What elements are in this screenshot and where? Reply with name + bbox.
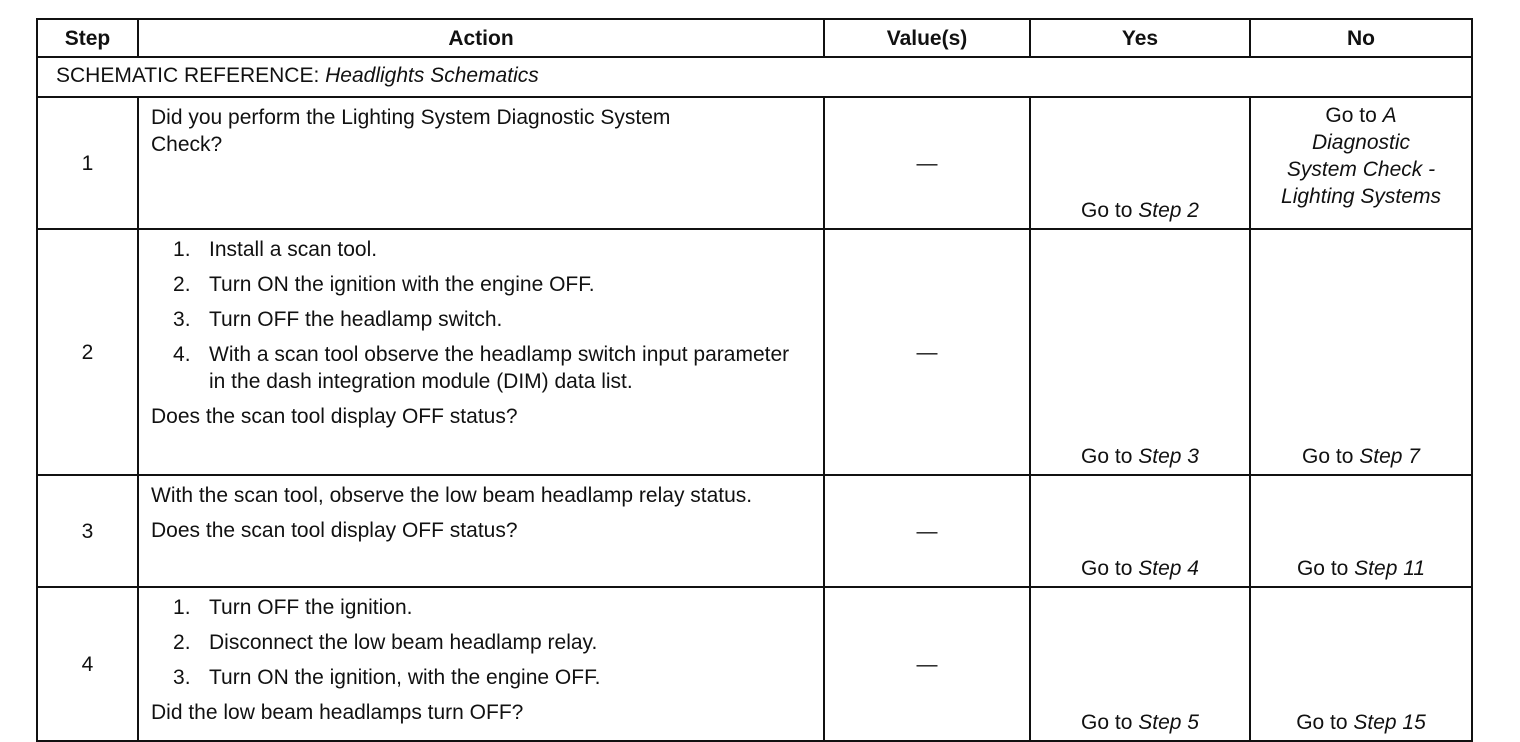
header-row: Step Action Value(s) Yes No	[36, 18, 1473, 58]
value-cell: —	[823, 474, 1031, 588]
action-step: Turn ON the ignition, with the engine OF…	[173, 664, 601, 691]
table-row: 4 Turn OFF the ignition. Disconnect the …	[36, 586, 1473, 742]
no-cell: Go to Step 11	[1249, 474, 1473, 588]
yes-cell: Go to Step 5	[1029, 586, 1251, 742]
yes-goto-target: Step 5	[1138, 711, 1199, 734]
action-steps: Install a scan tool. Turn ON the ignitio…	[151, 236, 811, 395]
step-number: 2	[36, 228, 139, 476]
schematic-reference: SCHEMATIC REFERENCE: Headlights Schemati…	[36, 56, 1473, 98]
yes-cell: Go to Step 2	[1029, 96, 1251, 230]
step-number: 1	[36, 96, 139, 230]
no-cell: Go to Step 7	[1249, 228, 1473, 476]
action-step: Turn OFF the ignition.	[173, 594, 413, 621]
value-cell: —	[823, 228, 1031, 476]
no-goto-prefix: Go to	[1296, 557, 1355, 580]
value-cell: —	[823, 586, 1031, 742]
action-question: Did the low beam headlamps turn OFF?	[151, 701, 524, 724]
no-goto-prefix: Go to	[1302, 445, 1360, 468]
yes-goto-prefix: Go to	[1081, 557, 1139, 580]
step-number: 3	[36, 474, 139, 588]
action-step: Install a scan tool.	[173, 236, 378, 263]
action-step: Turn OFF the headlamp switch.	[173, 306, 503, 333]
no-cell: Go to Step 15	[1249, 586, 1473, 742]
yes-cell: Go to Step 3	[1029, 228, 1251, 476]
header-no: No	[1249, 18, 1473, 58]
no-goto-target: Step 11	[1354, 557, 1426, 580]
table-row: 2 Install a scan tool. Turn ON the ignit…	[36, 228, 1473, 476]
yes-goto-prefix: Go to	[1081, 711, 1139, 734]
no-goto-target-line: Diagnostic	[1311, 131, 1411, 154]
value-cell: —	[823, 96, 1031, 230]
no-goto-target-line: Lighting Systems	[1281, 185, 1441, 208]
reference-label: SCHEMATIC REFERENCE:	[56, 64, 326, 87]
no-cell: Go to A Diagnostic System Check - Lighti…	[1249, 96, 1473, 230]
action-question: Does the scan tool display OFF status?	[151, 519, 518, 542]
action-cell: Install a scan tool. Turn ON the ignitio…	[137, 228, 825, 476]
action-cell: Turn OFF the ignition. Disconnect the lo…	[137, 586, 825, 742]
yes-goto-target: Step 2	[1138, 199, 1199, 222]
no-goto-target: Step 15	[1353, 711, 1426, 734]
no-goto-target: Step 7	[1359, 445, 1420, 468]
no-goto-target-line: A	[1382, 104, 1397, 127]
yes-goto-prefix: Go to	[1081, 199, 1139, 222]
header-step: Step	[36, 18, 139, 58]
no-goto-target-line: System Check -	[1286, 158, 1436, 181]
header-action: Action	[137, 18, 825, 58]
yes-goto-prefix: Go to	[1081, 445, 1139, 468]
no-goto-prefix: Go to	[1325, 104, 1383, 127]
action-question: Does the scan tool display OFF status?	[151, 405, 518, 428]
reference-row: SCHEMATIC REFERENCE: Headlights Schemati…	[36, 56, 1473, 98]
action-step: With a scan tool observe the headlamp sw…	[173, 341, 790, 393]
reference-title: Headlights Schematics	[325, 64, 539, 87]
table-row: 1 Did you perform the Lighting System Di…	[36, 96, 1473, 230]
action-step: Turn ON the ignition with the engine OFF…	[173, 271, 595, 298]
action-cell: With the scan tool, observe the low beam…	[137, 474, 825, 588]
action-steps: Turn OFF the ignition. Disconnect the lo…	[151, 594, 811, 691]
header-yes: Yes	[1029, 18, 1251, 58]
action-text: Did you perform the Lighting System Diag…	[151, 106, 671, 156]
step-number: 4	[36, 586, 139, 742]
yes-cell: Go to Step 4	[1029, 474, 1251, 588]
yes-goto-target: Step 3	[1138, 445, 1199, 468]
action-step: Disconnect the low beam headlamp relay.	[173, 629, 598, 656]
action-text: With the scan tool, observe the low beam…	[151, 484, 753, 507]
header-value: Value(s)	[823, 18, 1031, 58]
no-goto-prefix: Go to	[1296, 711, 1354, 734]
table-row: 3 With the scan tool, observe the low be…	[36, 474, 1473, 588]
action-cell: Did you perform the Lighting System Diag…	[137, 96, 825, 230]
diagnostic-table: Step Action Value(s) Yes No SCHEMATIC RE…	[36, 18, 1473, 742]
yes-goto-target: Step 4	[1138, 557, 1199, 580]
